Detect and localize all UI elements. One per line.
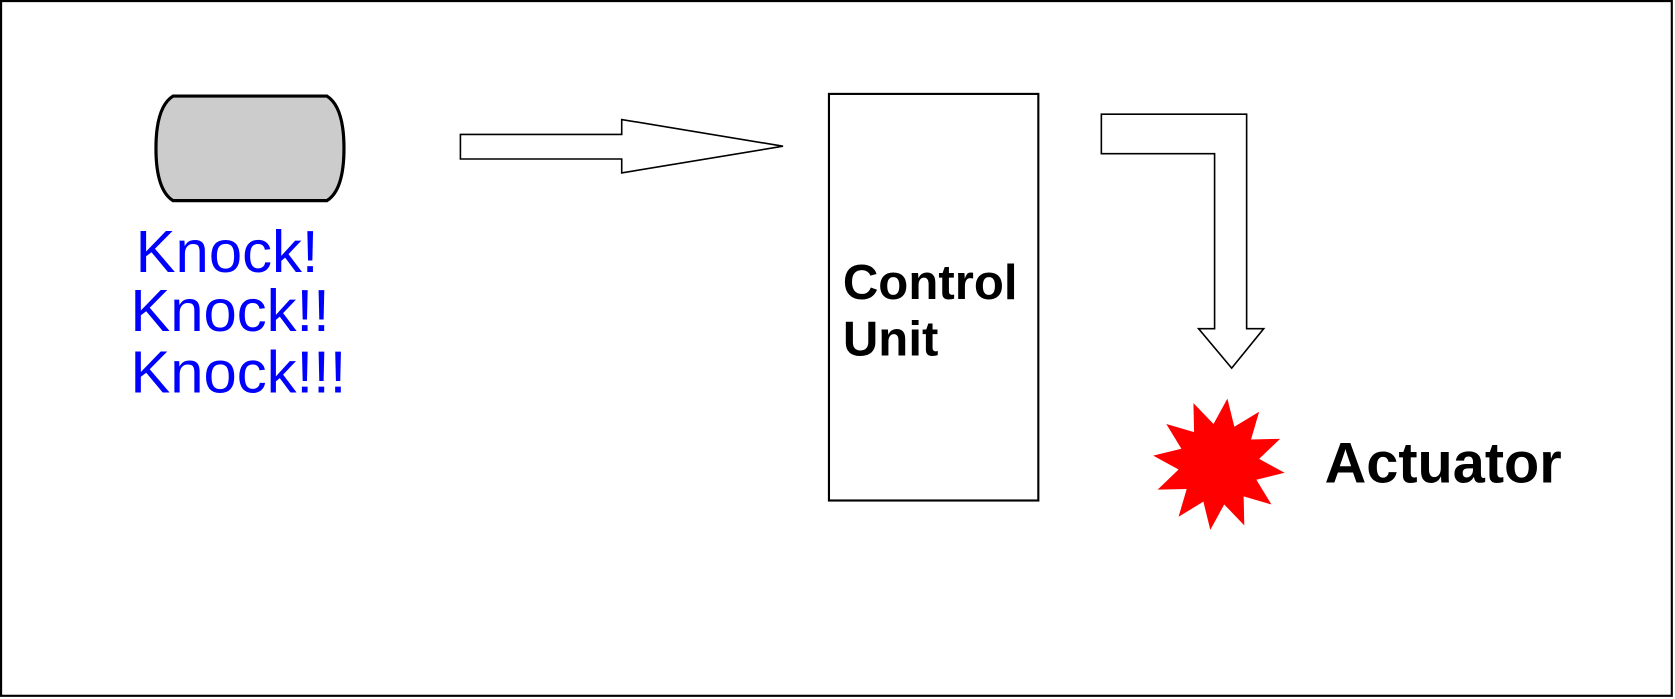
knock-sensor-cylinder <box>154 94 346 203</box>
knock-text-3: Knock!!! <box>130 339 346 406</box>
control-unit-label-line1: Control <box>843 256 1018 310</box>
knock-text-1: Knock! <box>136 218 319 285</box>
actuator-label: Actuator <box>1325 431 1562 495</box>
control-unit-label-line2: Unit <box>843 312 939 366</box>
output-arrow-down <box>1100 113 1266 370</box>
control-unit-box <box>827 92 1040 502</box>
signal-arrow-right <box>459 118 784 174</box>
knock-text-2: Knock!! <box>130 277 329 344</box>
actuator-burst-icon <box>1153 398 1285 530</box>
